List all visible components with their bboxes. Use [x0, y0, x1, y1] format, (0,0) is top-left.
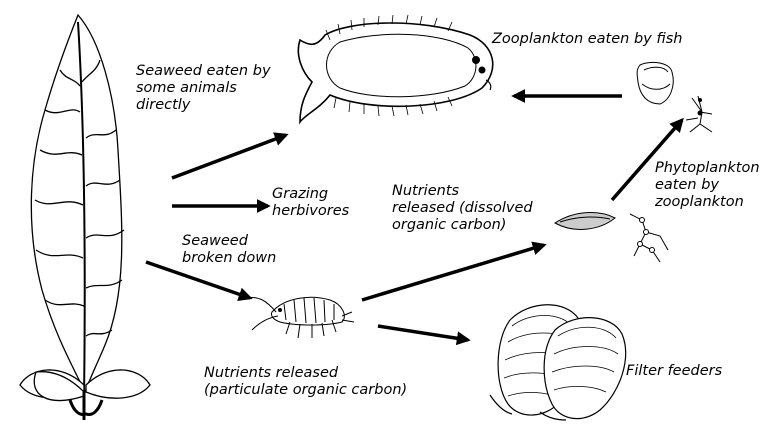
label-zooplankton-eaten: Zooplankton eaten by fish [492, 31, 682, 48]
label-line: directly [136, 97, 271, 114]
label-line: Filter feeders [626, 363, 722, 380]
label-line: organic carbon) [392, 217, 533, 234]
label-nutrients-particulate: Nutrients released (particulate organic … [204, 365, 407, 399]
label-seaweed-eaten: Seaweed eaten by some animals directly [136, 63, 271, 114]
zooplankton-icon [637, 62, 712, 132]
label-line: Seaweed eaten by [136, 63, 271, 80]
arrow-seaweed-to-fish [172, 135, 286, 178]
label-line: Seaweed [182, 233, 276, 250]
arrow-seaweed-to-amphipod [146, 262, 250, 298]
label-line: herbivores [272, 203, 349, 220]
label-line: Zooplankton eaten by fish [492, 31, 682, 48]
label-line: broken down [182, 250, 276, 267]
mussel-icon [490, 305, 626, 420]
label-line: released (dissolved [392, 200, 533, 217]
label-line: some animals [136, 80, 271, 97]
label-phytoplankton-eaten: Phytoplankton eaten by zooplankton [655, 160, 760, 211]
label-line: Nutrients released [204, 365, 407, 382]
label-line: Grazing [272, 186, 349, 203]
arrow-amphipod-to-phytoplankton [362, 245, 544, 300]
label-line: eaten by [655, 177, 760, 194]
label-filter-feeders: Filter feeders [626, 363, 722, 380]
amphipod-icon [248, 297, 354, 338]
phytoplankton-icon [555, 213, 668, 262]
label-grazing-herbivores: Grazing herbivores [272, 186, 349, 220]
flatfish-icon [298, 15, 492, 122]
label-nutrients-dissolved: Nutrients released (dissolved organic ca… [392, 183, 533, 234]
kelp-seaweed-icon [20, 15, 150, 420]
label-line: Phytoplankton [655, 160, 760, 177]
label-line: (particulate organic carbon) [204, 382, 407, 399]
label-seaweed-broken-down: Seaweed broken down [182, 233, 276, 267]
arrow-amphipod-to-mussels [378, 326, 468, 340]
label-line: zooplankton [655, 194, 760, 211]
label-line: Nutrients [392, 183, 533, 200]
